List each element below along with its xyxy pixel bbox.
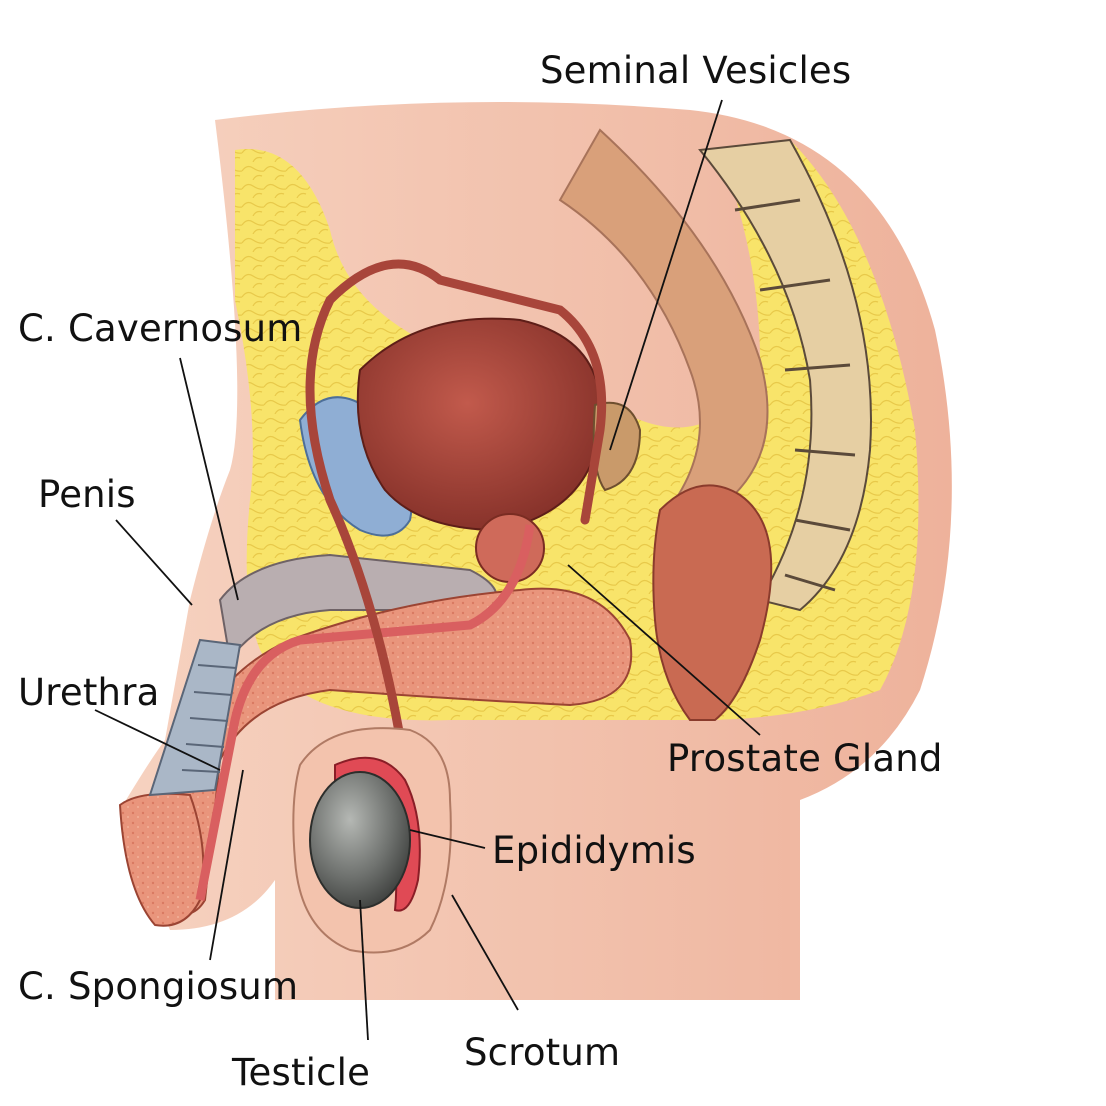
cavernosum-shape (218, 553, 498, 663)
label-epididymis: Epididymis (492, 829, 696, 872)
label-scrotum: Scrotum (464, 1031, 621, 1074)
vas-deferens (305, 259, 607, 805)
label-prostate-gland: Prostate Gland (667, 737, 943, 780)
testicle-shape (309, 771, 411, 909)
penile-shaft-bands (148, 638, 242, 797)
label-urethra: Urethra (18, 671, 160, 714)
glans (118, 792, 205, 927)
spine (698, 138, 872, 612)
urethra-tube (195, 524, 535, 901)
anal-canal (652, 484, 773, 721)
label-c-spongiosum: C. Spongiosum (18, 965, 299, 1008)
leader-lines (94, 99, 761, 1041)
bladder (356, 317, 602, 532)
label-penis: Penis (38, 473, 136, 516)
label-testicle: Testicle (232, 1051, 371, 1094)
label-seminal-vesicles: Seminal Vesicles (540, 49, 852, 92)
label-c-cavernosum: C. Cavernosum (18, 307, 303, 350)
prostate-shape (475, 513, 545, 583)
